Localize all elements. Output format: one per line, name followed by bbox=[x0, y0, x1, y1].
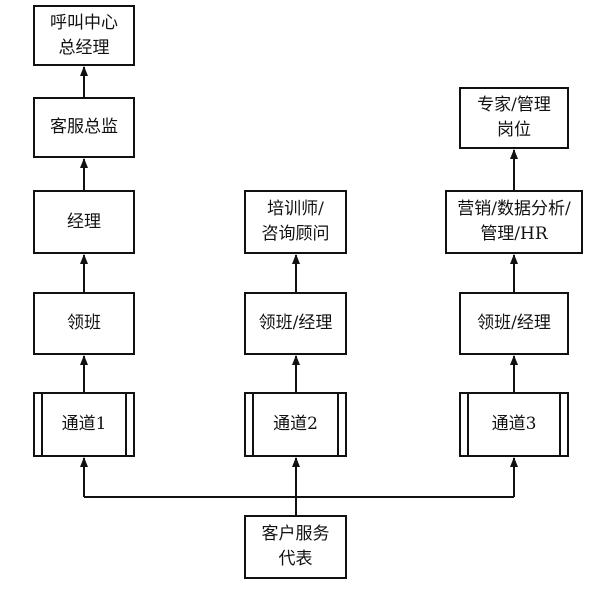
call-center-gm-line-2: 总经理 bbox=[58, 37, 110, 58]
service-director-box: 客服总监 bbox=[33, 97, 135, 158]
call-center-gm-line-1: 呼叫中心 bbox=[50, 12, 118, 33]
team-lead-1-label: 领班 bbox=[67, 313, 101, 333]
manager-box: 经理 bbox=[33, 190, 135, 254]
channel-2-box: 通道2 bbox=[244, 392, 347, 457]
channel-2-label: 通道2 bbox=[273, 414, 318, 434]
team-lead-manager-2-box: 领班/经理 bbox=[244, 292, 347, 355]
call-center-gm-box: 呼叫中心 总经理 bbox=[33, 5, 135, 66]
service-director-label: 客服总监 bbox=[50, 117, 118, 137]
customer-service-rep-line-1: 客户服务 bbox=[261, 524, 330, 544]
channel-3-label: 通道3 bbox=[491, 414, 537, 434]
channel-1-label: 通道1 bbox=[61, 414, 107, 434]
customer-service-rep-box: 客户服务 代表 bbox=[244, 515, 347, 579]
team-lead-manager-2-label: 领班/经理 bbox=[258, 313, 333, 333]
team-lead-1-box: 领班 bbox=[33, 292, 135, 355]
marketing-analysis-hr-box: 营销/数据分析/ 管理/HR bbox=[445, 190, 583, 254]
expert-management-box: 专家/管理 岗位 bbox=[459, 87, 569, 149]
channel-1-box: 通道1 bbox=[33, 392, 135, 457]
customer-service-rep-line-2: 代表 bbox=[278, 549, 313, 569]
marketing-analysis-hr-line-1: 营销/数据分析/ bbox=[457, 199, 571, 219]
manager-label: 经理 bbox=[67, 211, 101, 232]
expert-management-line-1: 专家/管理 bbox=[477, 95, 551, 115]
trainer-consultant-line-2: 咨询顾问 bbox=[261, 224, 330, 244]
team-lead-manager-3-box: 领班/经理 bbox=[459, 292, 569, 355]
team-lead-manager-3-label: 领班/经理 bbox=[477, 313, 551, 333]
trainer-consultant-box: 培训师/ 咨询顾问 bbox=[244, 190, 347, 254]
trainer-consultant-line-1: 培训师/ bbox=[267, 199, 324, 219]
marketing-analysis-hr-line-2: 管理/HR bbox=[480, 224, 548, 244]
channel-3-box: 通道3 bbox=[459, 392, 569, 457]
expert-management-line-2: 岗位 bbox=[497, 120, 531, 140]
